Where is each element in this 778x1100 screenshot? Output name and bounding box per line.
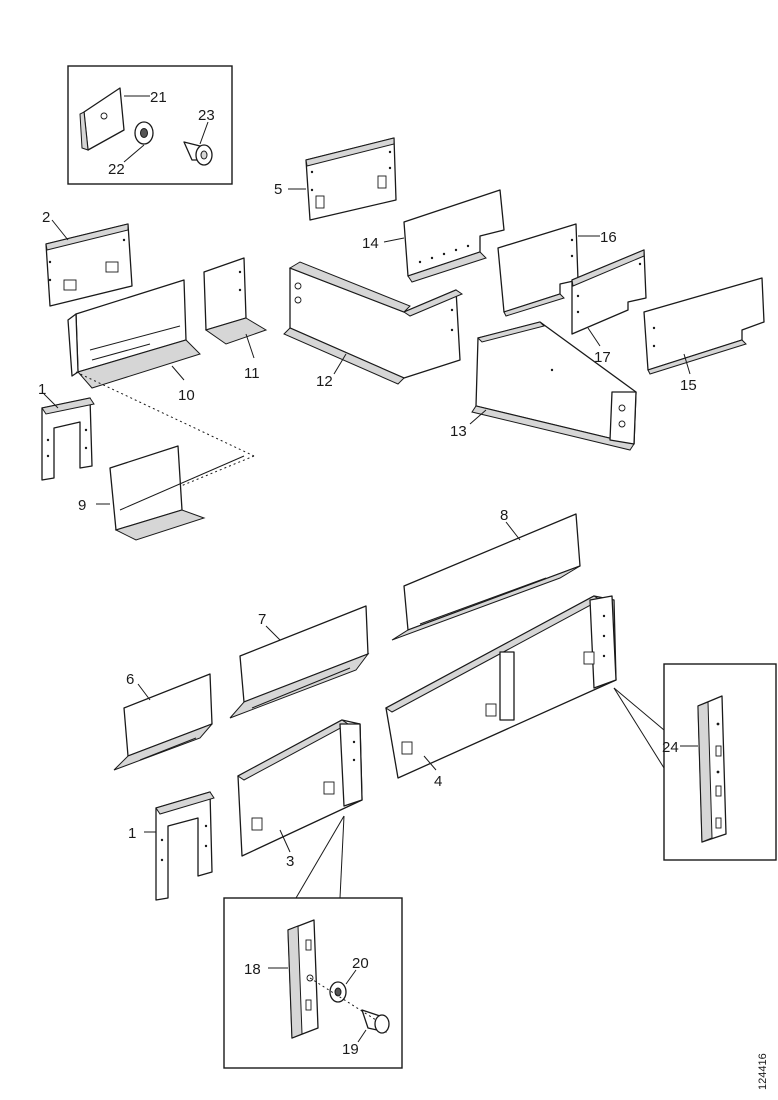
- part-4-rail: 4: [385, 595, 617, 790]
- callout-22: 22: [108, 161, 125, 178]
- part-18-bracket: [287, 919, 319, 1039]
- part-1-frame-lower: 1: [128, 791, 215, 901]
- catalog-number: 124416: [757, 1053, 769, 1090]
- callout-8: 8: [500, 507, 508, 524]
- callout-3: 3: [286, 853, 294, 870]
- inset-detail-18-20: 18 20 19: [223, 897, 403, 1069]
- part-14-panel: 14: [362, 189, 505, 283]
- part-9-tray: 9: [78, 445, 245, 541]
- callout-6: 6: [126, 671, 134, 688]
- inset-detail-24: 24: [662, 663, 777, 861]
- part-13-channel: 13: [450, 321, 637, 451]
- part-15-panel: 15: [643, 277, 765, 394]
- callout-19: 19: [342, 1041, 359, 1058]
- callout-9: 9: [78, 497, 86, 514]
- callout-11: 11: [244, 365, 260, 382]
- callout-7: 7: [258, 611, 266, 628]
- callout-21: 21: [150, 89, 167, 106]
- callout-12: 12: [316, 373, 333, 390]
- callout-10: 10: [178, 387, 195, 404]
- part-23-bolt: [183, 141, 213, 166]
- callout-20: 20: [352, 955, 369, 972]
- callout-18: 18: [244, 961, 261, 978]
- part-3-frame: 3: [237, 719, 363, 870]
- callout-23: 23: [198, 107, 215, 124]
- callout-1-lower: 1: [128, 825, 136, 842]
- callout-14: 14: [362, 235, 379, 252]
- callout-15: 15: [680, 377, 697, 394]
- callout-1-upper: 1: [38, 381, 46, 398]
- part-2-panel: 2: [42, 209, 133, 307]
- part-6-panel: 6: [113, 671, 213, 771]
- part-20-washer: [329, 981, 347, 1003]
- part-22-washer: [134, 121, 154, 145]
- part-11-bracket: 11: [203, 257, 268, 382]
- part-21-bracket: [79, 87, 125, 151]
- callout-2: 2: [42, 209, 50, 226]
- callout-24: 24: [662, 739, 679, 756]
- inset-detail-21-23: 21 22 23: [67, 65, 233, 185]
- part-19-bolt: [361, 1009, 390, 1034]
- part-16-panel: 16: [497, 223, 617, 317]
- callout-4: 4: [434, 773, 442, 790]
- callout-13: 13: [450, 423, 467, 440]
- callout-16: 16: [600, 229, 617, 246]
- part-17-panel: 17: [571, 249, 647, 366]
- part-5-panel: 5: [274, 137, 397, 221]
- part-8-panel: 8: [391, 507, 581, 641]
- part-1-frame-upper: 1: [38, 381, 95, 481]
- callout-5: 5: [274, 181, 282, 198]
- callout-17: 17: [594, 349, 611, 366]
- part-10-tray: 10: [67, 279, 201, 404]
- part-7-panel: 7: [229, 605, 370, 719]
- part-12-channel: 12: [283, 261, 464, 390]
